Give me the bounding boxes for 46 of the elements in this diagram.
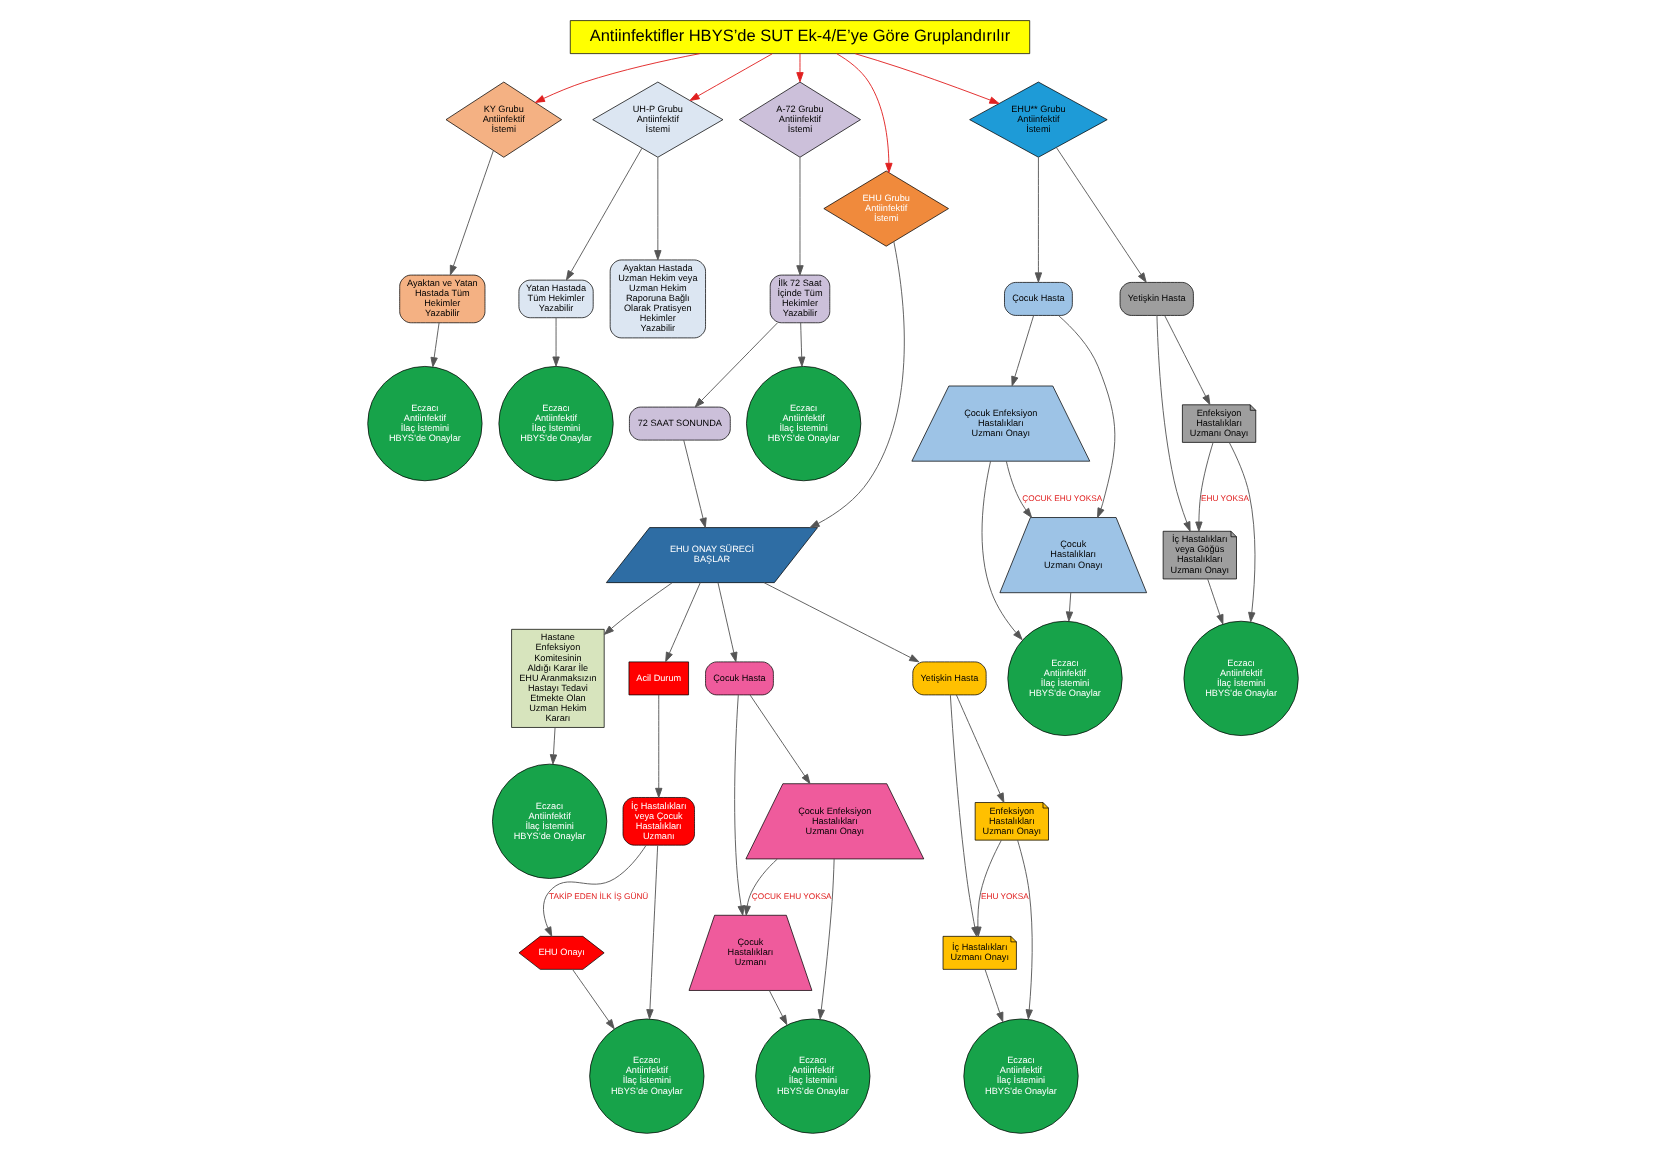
arrow [796, 53, 804, 83]
arrow [1011, 315, 1035, 387]
arrow [694, 322, 778, 408]
arrow [1005, 460, 1033, 518]
arrow [743, 858, 778, 916]
arrow [798, 322, 806, 367]
node-box: Antiinfektifler HBYS’de SUT Ek-4/E’ye Göre Gruplandırılır [569, 20, 1031, 54]
arrow [543, 844, 647, 937]
arrow [449, 150, 494, 276]
arrow [572, 968, 615, 1030]
arrow [1164, 315, 1211, 405]
arrow [1207, 578, 1224, 625]
arrow [749, 694, 811, 785]
arrow [565, 147, 643, 281]
arrow [974, 839, 1002, 937]
arrow [1195, 441, 1214, 532]
arrow [1055, 147, 1147, 283]
arrow [603, 582, 673, 635]
arrow [809, 241, 905, 529]
arrow [955, 694, 1005, 803]
arrow [984, 968, 1004, 1023]
arrow [981, 460, 1023, 641]
arrow [1156, 315, 1191, 532]
arrow [549, 727, 558, 765]
arrow [763, 582, 920, 663]
arrow [768, 990, 788, 1026]
arrow [552, 317, 560, 367]
arrow [796, 156, 804, 276]
arrow [646, 845, 659, 1020]
arrow [665, 582, 701, 663]
arrow [689, 53, 773, 101]
arrow [1017, 839, 1033, 1020]
arrow [683, 439, 707, 528]
arrow [1228, 442, 1256, 623]
arrow [817, 858, 835, 1020]
arrow [734, 694, 745, 916]
arrow [1034, 156, 1043, 283]
arrow [1058, 315, 1116, 518]
arrow [430, 322, 440, 368]
arrow [854, 53, 1000, 104]
arrow [534, 53, 701, 103]
arrow [1065, 592, 1074, 622]
arrow [655, 694, 663, 798]
arrow [836, 53, 893, 173]
arrow [717, 582, 738, 663]
arrow [654, 156, 662, 261]
